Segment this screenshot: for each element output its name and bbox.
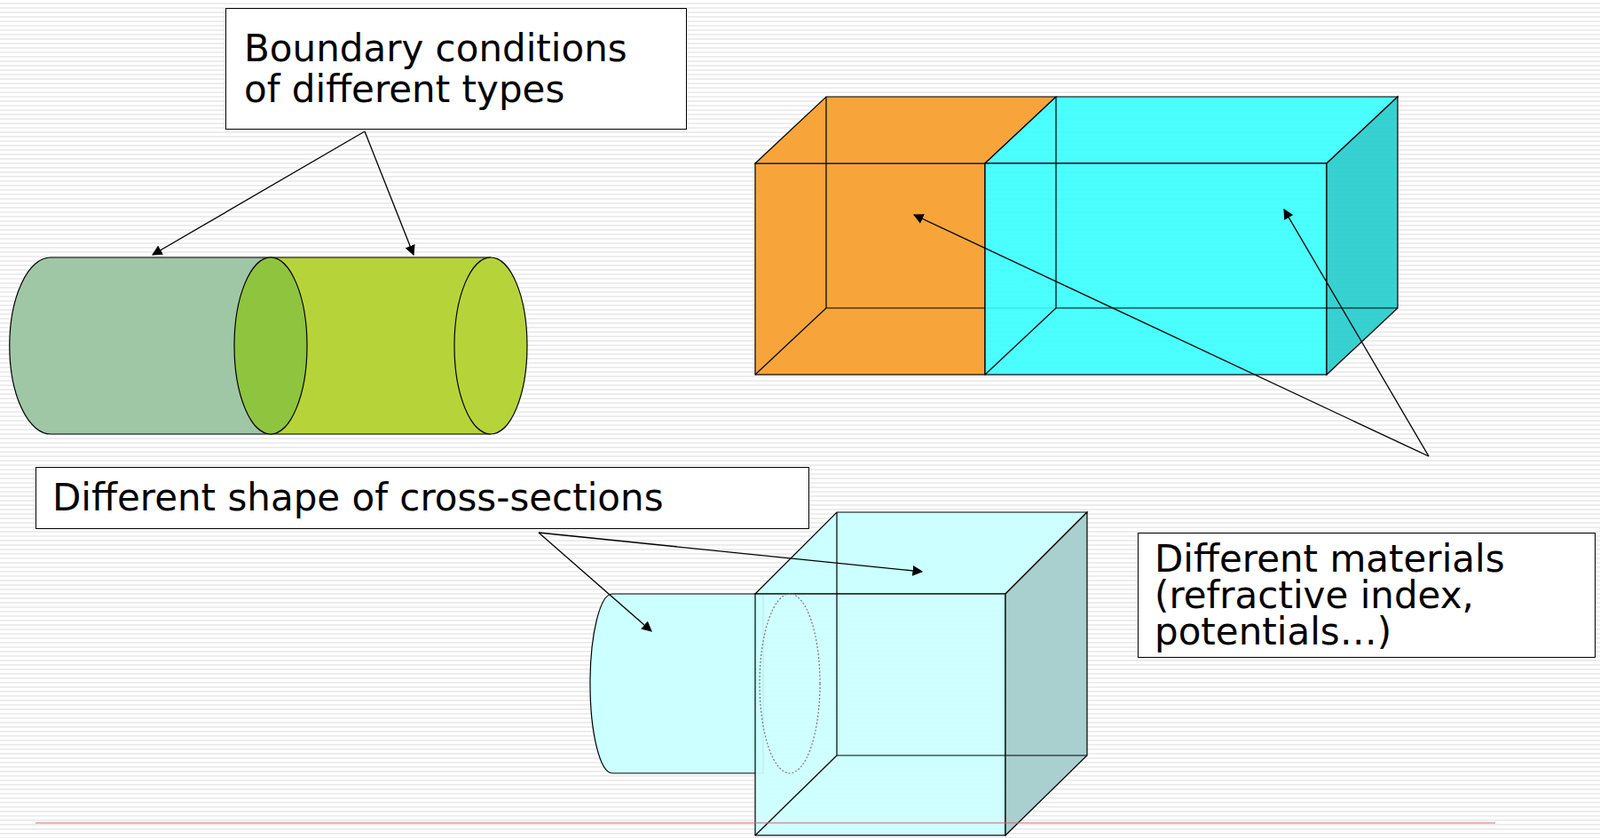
orange-front xyxy=(755,163,986,375)
hidden-edge xyxy=(985,307,1057,375)
hidden-cross-section xyxy=(759,593,820,773)
cylinder-edge xyxy=(270,256,491,258)
leader-line xyxy=(914,214,1429,457)
hidden-edge xyxy=(755,307,827,375)
callout-text: Different shape of cross-sections xyxy=(52,477,793,519)
cube-front xyxy=(755,593,1006,836)
callout-box: Different materials (refractive index, p… xyxy=(1137,532,1596,658)
callout-text: Boundary conditions of different types xyxy=(244,28,669,111)
small-cylinder xyxy=(590,593,764,773)
cyan-top xyxy=(985,96,1398,164)
callout-box: Different shape of cross-sections xyxy=(35,466,810,529)
cylinder-left-part xyxy=(9,257,271,434)
hidden-edge xyxy=(1056,307,1398,308)
hidden-edge xyxy=(836,512,1088,756)
cylinder-joint xyxy=(234,257,308,434)
cylinder-into-cube xyxy=(590,512,1088,836)
cylinder-two-boundaries xyxy=(9,257,528,434)
cube-side xyxy=(1005,512,1088,836)
leader-line xyxy=(538,532,652,631)
leader-line xyxy=(152,131,365,255)
cylinder-edge xyxy=(270,433,491,434)
hidden-edge xyxy=(1055,96,1057,308)
cyan-side xyxy=(1326,96,1398,375)
callout-text: Different materials (refractive index, p… xyxy=(1154,540,1579,650)
cylinder-end xyxy=(454,257,528,434)
leader-line xyxy=(364,131,414,255)
two-material-box xyxy=(755,96,1398,375)
cyan-front xyxy=(985,163,1327,375)
leader-line xyxy=(538,532,923,572)
footer-rule xyxy=(35,821,1496,823)
callout-box: Boundary conditions of different types xyxy=(225,7,687,130)
leader-line xyxy=(1284,209,1429,457)
